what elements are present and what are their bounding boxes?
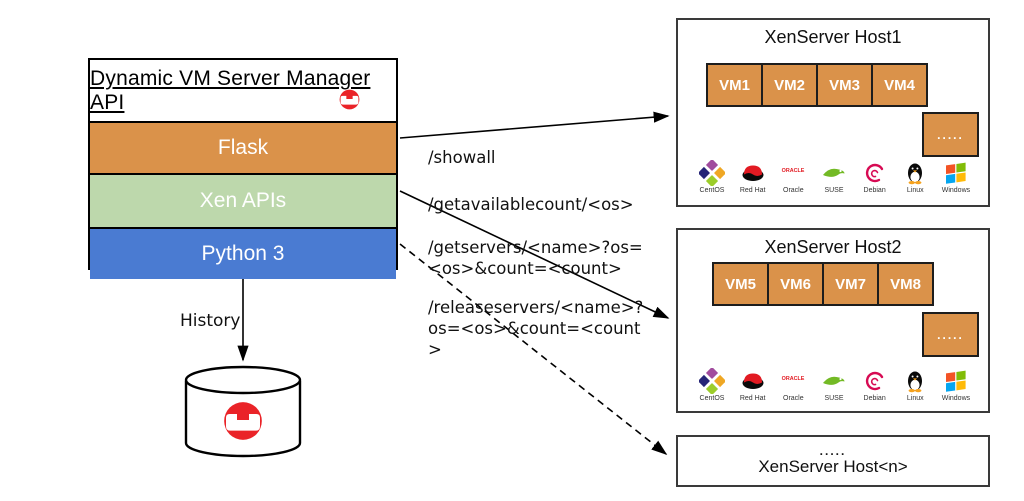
os-label: SUSE bbox=[824, 187, 844, 194]
os-logo-windows: Windows bbox=[936, 368, 976, 402]
os-logo-centos: CentOS bbox=[692, 160, 732, 194]
linux-icon bbox=[908, 371, 923, 393]
vm-box: VM7 bbox=[822, 262, 879, 306]
os-logo-centos: CentOS bbox=[692, 368, 732, 402]
os-logo-suse: SUSE bbox=[814, 368, 854, 402]
debian-icon bbox=[865, 371, 883, 391]
oracle-icon: ORACLE bbox=[782, 376, 805, 382]
host1-box: XenServer Host1 VM1 VM2 VM3 VM4 ..... C bbox=[676, 18, 990, 207]
os-label: Debian bbox=[863, 187, 886, 194]
suse-icon bbox=[822, 168, 845, 177]
hostn-title: XenServer Host<n> bbox=[758, 456, 908, 476]
host1-title: XenServer Host1 bbox=[764, 27, 902, 47]
layer-xen-apis: Xen APIs bbox=[90, 173, 396, 227]
host2-title: XenServer Host2 bbox=[764, 237, 902, 257]
vm-box: VM2 bbox=[761, 63, 818, 107]
host2-box: XenServer Host2 VM5 VM6 VM7 VM8 ..... C bbox=[676, 228, 990, 413]
host2-vm-row: VM5 VM6 VM7 VM8 bbox=[712, 262, 934, 306]
centos-icon bbox=[699, 160, 725, 186]
couchbase-icon bbox=[339, 89, 360, 110]
os-label: Oracle bbox=[783, 395, 804, 402]
history-db-cylinder bbox=[184, 365, 302, 469]
os-logo-oracle: ORACLE Oracle bbox=[773, 368, 813, 402]
oracle-icon: ORACLE bbox=[782, 168, 805, 174]
endpoint-label-showall: /showall bbox=[428, 148, 496, 167]
vm-box: VM4 bbox=[871, 63, 928, 107]
more-vms-box: ..... bbox=[922, 312, 979, 357]
vm-box: VM1 bbox=[706, 63, 763, 107]
endpoint-label-releaseservers: /releaseservers/<name>?os=<os>&count=<co… bbox=[428, 298, 644, 359]
layer-python3: Python 3 bbox=[90, 227, 396, 279]
debian-icon bbox=[865, 163, 883, 183]
os-label: Oracle bbox=[783, 187, 804, 194]
os-logo-redhat: Red Hat bbox=[733, 368, 773, 402]
windows-icon bbox=[945, 162, 966, 184]
os-logo-windows: Windows bbox=[936, 160, 976, 194]
host2-os-logo-row: CentOS Red Hat ORACLE Oracle bbox=[692, 368, 976, 402]
os-logo-redhat: Red Hat bbox=[733, 160, 773, 194]
host1-os-logo-row: CentOS Red Hat ORACLE Oracle bbox=[692, 160, 976, 194]
suse-icon bbox=[822, 376, 845, 385]
os-label: Red Hat bbox=[739, 395, 766, 402]
layer-flask: Flask bbox=[90, 121, 396, 173]
os-label: CentOS bbox=[699, 187, 725, 194]
redhat-icon bbox=[742, 373, 764, 389]
couchbase-icon bbox=[224, 402, 262, 440]
vm-box: VM5 bbox=[712, 262, 769, 306]
svg-text:ORACLE: ORACLE bbox=[782, 376, 805, 382]
more-hosts-dots: ..... bbox=[819, 443, 847, 458]
vm-box: VM6 bbox=[767, 262, 824, 306]
os-logo-debian: Debian bbox=[855, 368, 895, 402]
svg-text:ORACLE: ORACLE bbox=[782, 168, 805, 174]
endpoint-label-getservers: /getservers/<name>?os=<os>&count=<count> bbox=[428, 238, 643, 278]
vm-box: VM8 bbox=[877, 262, 934, 306]
vm-box: VM3 bbox=[816, 63, 873, 107]
redhat-icon bbox=[742, 165, 764, 181]
api-stack-title: Dynamic VM Server Manager API bbox=[90, 67, 371, 114]
arrow-flask-to-host1 bbox=[399, 111, 670, 139]
os-label: Debian bbox=[863, 395, 886, 402]
os-label: Windows bbox=[941, 187, 971, 194]
os-label: Windows bbox=[941, 395, 971, 402]
endpoint-label-getavailablecount: /getavailablecount/<os> bbox=[428, 195, 634, 214]
history-label: History bbox=[180, 311, 241, 331]
more-vms-box: ..... bbox=[922, 112, 979, 157]
windows-icon bbox=[945, 370, 966, 392]
os-label: SUSE bbox=[824, 395, 844, 402]
linux-icon bbox=[908, 163, 923, 185]
os-label: Linux bbox=[906, 187, 924, 194]
os-logo-suse: SUSE bbox=[814, 160, 854, 194]
host1-vm-row: VM1 VM2 VM3 VM4 bbox=[706, 63, 928, 107]
os-label: Linux bbox=[906, 395, 924, 402]
os-logo-linux: Linux bbox=[895, 368, 935, 402]
os-label: CentOS bbox=[699, 395, 725, 402]
os-logo-debian: Debian bbox=[855, 160, 895, 194]
centos-icon bbox=[699, 368, 725, 394]
os-logo-oracle: ORACLE Oracle bbox=[773, 160, 813, 194]
hostn-box: ..... XenServer Host<n> bbox=[676, 435, 990, 487]
os-logo-linux: Linux bbox=[895, 160, 935, 194]
api-stack: Dynamic VM Server Manager API Flask Xen … bbox=[88, 58, 398, 279]
os-label: Red Hat bbox=[739, 187, 766, 194]
